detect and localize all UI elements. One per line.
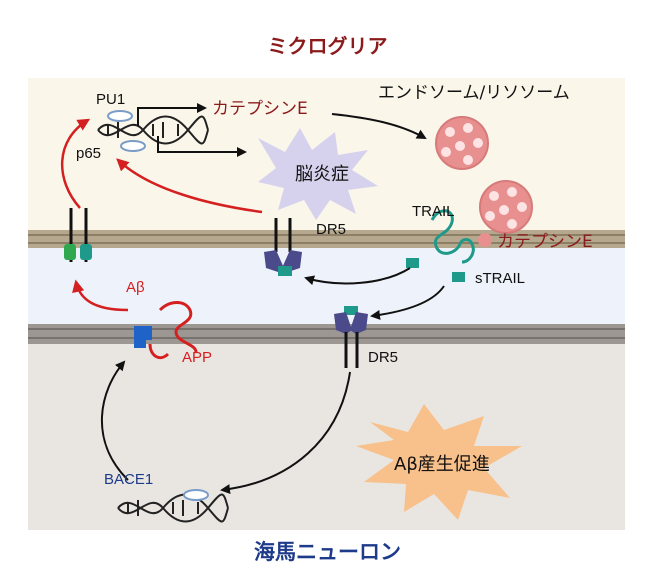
trail-label: TRAIL — [412, 203, 455, 220]
arrow-strail-to-dr5-lower — [370, 285, 445, 320]
neuron-region — [28, 344, 625, 530]
abeta-label: Aβ — [126, 279, 145, 296]
lysosome-top — [435, 116, 489, 170]
dr5-upper-label: DR5 — [316, 221, 346, 238]
microglia-receptor-left — [64, 208, 92, 262]
abeta-production-label: Aβ産生促進 — [394, 454, 490, 475]
strail-fragment-2 — [452, 272, 465, 282]
pu1-label: PU1 — [96, 91, 125, 108]
app-label: APP — [182, 349, 212, 366]
red-arrow-abeta-to-receptor — [72, 279, 129, 312]
dna-helix-neuron — [117, 493, 229, 523]
bace1-label: BACE1 — [104, 471, 153, 488]
bace1-transcription-factor — [183, 489, 209, 501]
dna-helix-microglia — [97, 115, 209, 145]
encephalitis-label: 脳炎症 — [295, 164, 349, 185]
strail-label: sTRAIL — [475, 270, 525, 287]
extracellular-space — [28, 248, 625, 324]
abeta-production-burst — [356, 404, 522, 520]
arrow-dr5-to-bace1 — [220, 371, 351, 495]
arrow-strail-to-dr5-upper — [304, 267, 411, 286]
p65-protein — [120, 140, 146, 152]
neuron-title: 海馬ニューロン — [254, 540, 401, 564]
dr5-receptor-lower — [334, 306, 368, 368]
lower-membrane — [28, 324, 625, 344]
red-arrow-dr5-to-p65 — [116, 158, 263, 214]
p65-label: p65 — [76, 145, 101, 162]
endosome-label: エンドソーム/リソソーム — [378, 83, 570, 103]
lysosome-right — [479, 180, 533, 234]
strail-fragment-1 — [406, 258, 419, 268]
cathepsin-e-top-label: カテプシンE — [212, 99, 308, 119]
microglia-title: ミクログリア — [267, 34, 388, 58]
pu1-protein — [107, 110, 133, 122]
app-protein — [148, 301, 198, 360]
bace1-protein-membrane — [134, 326, 152, 348]
encephalitis-burst — [258, 128, 378, 220]
cathepsin-e-right-label: カテプシンE — [497, 232, 593, 252]
dr5-lower-label: DR5 — [368, 349, 398, 366]
arrow-bace1-to-app — [100, 360, 129, 481]
dr5-receptor-upper — [264, 218, 302, 276]
trail-protein — [430, 209, 475, 264]
red-arrow-receptor-to-pu1 — [60, 118, 91, 209]
